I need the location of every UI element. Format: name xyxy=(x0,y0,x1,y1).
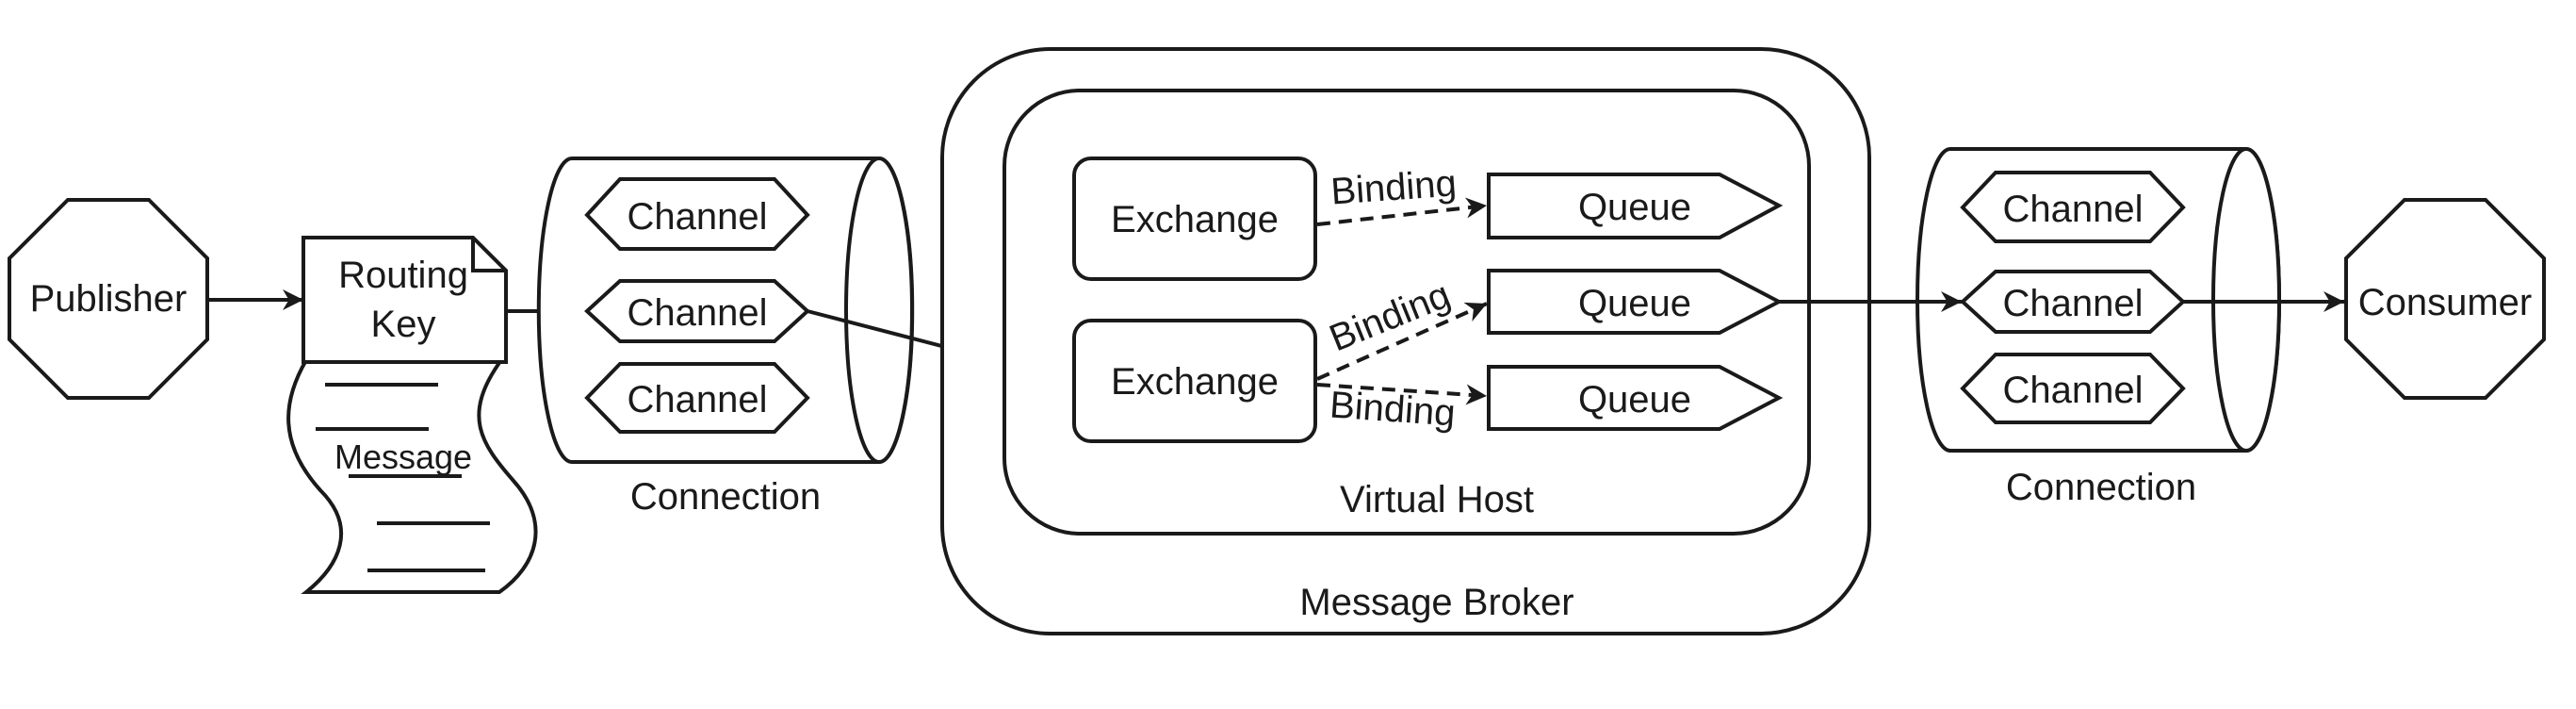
channel-left-2-label: Channel xyxy=(627,292,767,334)
virtual-host-label: Virtual Host xyxy=(1340,479,1534,520)
exchange-2-label: Exchange xyxy=(1111,361,1279,403)
queue-2-label: Queue xyxy=(1578,283,1691,324)
channel-right-2-label: Channel xyxy=(2002,283,2143,324)
channel-left-3: Channel xyxy=(584,362,810,434)
channel-left-3-label: Channel xyxy=(627,379,767,420)
consumer-label: Consumer xyxy=(2358,282,2533,323)
channel-left-2: Channel xyxy=(584,279,810,343)
exchange-1: Exchange xyxy=(1072,157,1317,281)
binding-3-label: Binding xyxy=(1329,384,1457,434)
exchange-2: Exchange xyxy=(1072,319,1317,443)
channel-left-1: Channel xyxy=(584,177,810,251)
channel-right-1-label: Channel xyxy=(2002,189,2143,230)
queue-3: Queue xyxy=(1487,365,1784,431)
exchange-1-label: Exchange xyxy=(1111,199,1279,240)
binding-1-label: Binding xyxy=(1329,162,1458,212)
publisher-node: Publisher xyxy=(8,198,209,400)
consumer-node: Consumer xyxy=(2344,198,2546,400)
channel-right-3-label: Channel xyxy=(2002,370,2143,411)
routing-key-note: Routing Key xyxy=(302,236,508,364)
connection-left-label: Connection xyxy=(630,476,821,518)
channel-left-1-label: Channel xyxy=(627,196,767,238)
queue-2: Queue xyxy=(1487,269,1784,335)
message-broker-label: Message Broker xyxy=(1299,582,1573,623)
binding-1: Binding xyxy=(1316,162,1488,226)
routing-key-line-2: Key xyxy=(371,304,436,345)
publisher-label: Publisher xyxy=(30,278,187,320)
message-document: Message xyxy=(286,358,538,594)
queue-1: Queue xyxy=(1487,173,1784,239)
queue-3-label: Queue xyxy=(1578,379,1691,420)
channel-right-1: Channel xyxy=(1960,171,2186,243)
binding-3: Binding xyxy=(1316,383,1488,435)
queue-1-label: Queue xyxy=(1578,187,1691,228)
connection-right-label: Connection xyxy=(2006,467,2196,508)
channel-right-2: Channel xyxy=(1960,270,2186,334)
channel-right-3: Channel xyxy=(1960,353,2186,424)
message-label: Message xyxy=(334,437,472,476)
routing-key-line-1: Routing xyxy=(338,255,468,296)
